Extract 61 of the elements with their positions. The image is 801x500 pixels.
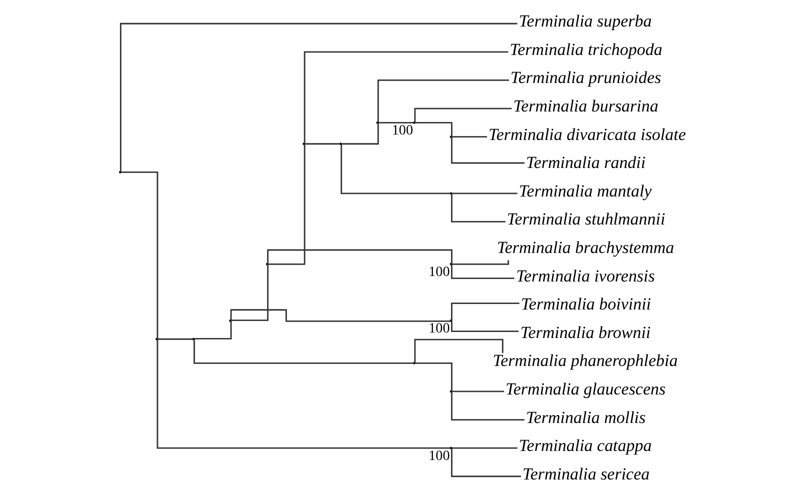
connector (450, 264, 514, 279)
connector (450, 194, 505, 222)
connector (340, 144, 450, 194)
node-text: Terminalia divaricata isolate (488, 124, 686, 144)
connector (450, 448, 520, 478)
node-text: Terminalia sericea (522, 464, 650, 484)
connector (266, 249, 452, 264)
node-text: Terminalia boivinii (520, 294, 651, 314)
connector (119, 22, 517, 172)
connector (451, 447, 517, 449)
node-text: Terminalia phanerophlebia (492, 351, 678, 370)
node-text: Terminalia ivorensis (516, 266, 654, 286)
connector (230, 309, 450, 322)
connector (414, 362, 452, 392)
node-text: Terminalia trichopoda (509, 40, 662, 59)
connector (156, 339, 450, 449)
node-point (449, 262, 452, 266)
connector (414, 122, 452, 137)
connector (157, 338, 192, 340)
node-text: Terminalia brachystemma (496, 238, 674, 257)
connector (120, 171, 158, 339)
connector (303, 51, 508, 144)
node-text: Terminalia bursarina (512, 96, 658, 116)
node-point (449, 446, 452, 450)
connector (450, 392, 524, 420)
node-text: Terminalia glaucescens (504, 379, 666, 398)
node-text: Terminalia catappa (518, 436, 652, 456)
node-label: 100 (428, 320, 450, 337)
connector (450, 302, 519, 321)
node-point (228, 320, 232, 322)
node-point (302, 142, 305, 146)
node-point (118, 170, 121, 174)
connector (193, 320, 232, 340)
connector (450, 320, 518, 332)
node-point (449, 320, 452, 322)
node-point (449, 136, 452, 138)
connector (451, 260, 509, 265)
node-text: Terminalia randii (526, 153, 646, 172)
connector (193, 339, 414, 364)
node-text: Terminalia mollis (526, 408, 646, 427)
node-point (449, 390, 452, 393)
connector (230, 264, 268, 321)
node-point (376, 121, 378, 124)
connector (304, 143, 340, 145)
connector (451, 136, 487, 138)
node-point (265, 262, 268, 266)
connector (378, 122, 413, 124)
node-label: 100 (391, 122, 413, 138)
node-label: 100 (428, 448, 450, 464)
connector (451, 390, 504, 392)
node-point (412, 362, 415, 364)
node-text: Terminalia stuhlmannii (506, 210, 665, 229)
node-text: Terminalia mantaly (518, 181, 652, 200)
node-label: 100 (428, 264, 450, 280)
node-text: Terminalia prunioides (510, 68, 661, 88)
connector (450, 136, 524, 164)
node-text: Terminalia brownii (520, 322, 650, 342)
connector (451, 192, 517, 194)
connector (341, 122, 378, 145)
node-point (155, 338, 158, 340)
node-text: Terminalia superba (518, 12, 652, 31)
